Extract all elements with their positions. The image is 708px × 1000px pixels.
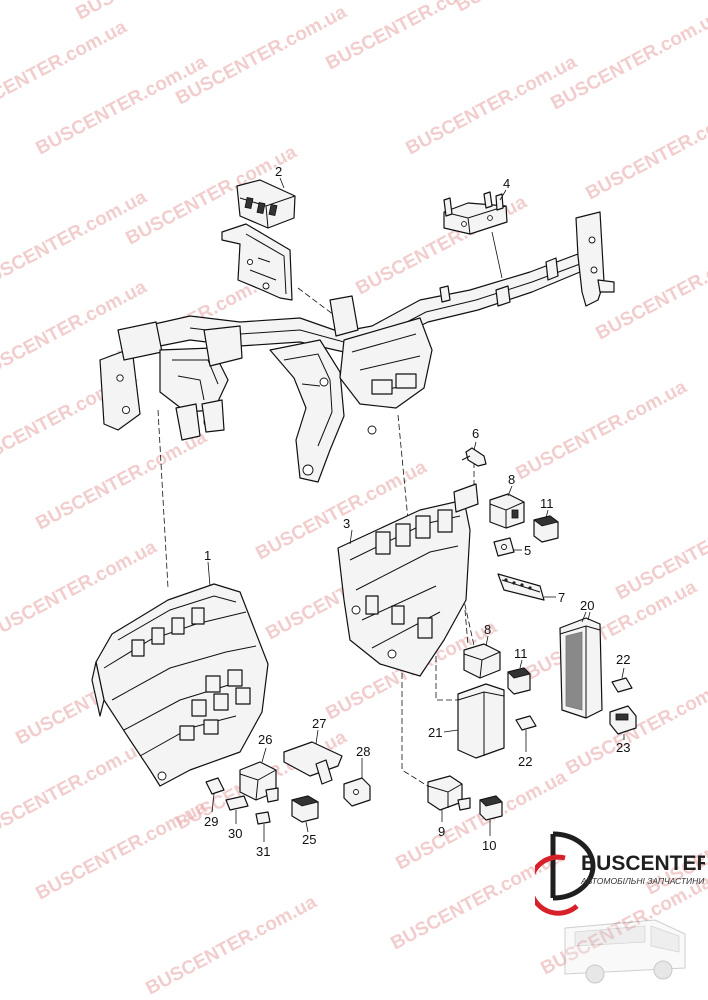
watermark: BUSCENTER.com.ua: [582, 96, 708, 204]
callout-29: 29: [204, 814, 218, 829]
watermark: BUSCENTER.com.ua: [512, 376, 690, 484]
callout-30: 30: [228, 826, 242, 841]
part-2-bracket: [221, 179, 296, 301]
callout-3: 3: [343, 516, 350, 531]
part-5-clip: [493, 537, 522, 557]
part-29-fuse: [205, 777, 225, 813]
callout-5: 5: [524, 543, 531, 558]
callout-8-upper: 8: [508, 472, 515, 487]
callout-6: 6: [472, 426, 479, 441]
part-9-relay-holder: [427, 775, 471, 822]
watermark: BUSCENTER.com.ua: [72, 0, 250, 24]
leader-lines: [207, 177, 591, 621]
part-8-relay-holder-lower: [463, 635, 501, 679]
part-7-connector-strip: [497, 573, 556, 601]
callout-23: 23: [616, 740, 630, 755]
callout-10: 10: [482, 838, 496, 853]
watermark: BUSCENTER.com.ua: [452, 0, 630, 16]
part-22-fuse-lower: [515, 715, 537, 752]
part-3-fuse-carrier: [337, 483, 479, 677]
part-8-relay-holder-upper: [489, 485, 525, 529]
logo-swoosh: [535, 854, 579, 916]
logo-bus-illustration: [564, 919, 686, 984]
part-30-fuse: [225, 795, 249, 824]
callout-26: 26: [258, 732, 272, 747]
logo-tagline: АВТОМОБІЛЬНІ ЗАПЧАСТИНИ: [580, 876, 705, 886]
watermark: BUSCENTER.com.ua: [322, 0, 500, 74]
part-11-relay-lower: [507, 659, 531, 695]
callout-4: 4: [503, 176, 510, 191]
callout-labels: 1 2 3 4 5 6 7 8 8 9 10 11 11 20 21 22 22…: [204, 164, 630, 859]
part-4-bracket: [443, 191, 508, 279]
callout-21: 21: [428, 725, 442, 740]
part-27-bracket-plate: [283, 729, 343, 785]
callout-27: 27: [312, 716, 326, 731]
callout-20: 20: [580, 598, 594, 613]
part-21-fuse-block: [443, 683, 505, 759]
callout-1: 1: [204, 548, 211, 563]
callout-2: 2: [275, 164, 282, 179]
part-1-relay-carrier: [91, 583, 269, 787]
callout-28: 28: [356, 744, 370, 759]
part-26-relay-holder: [239, 747, 279, 803]
logo-brand-text: BUSCENTER: [581, 852, 705, 875]
part-6-screw: [461, 441, 487, 467]
watermark: BUSCENTER.com.ua: [142, 891, 320, 999]
logo-mark: [535, 831, 596, 916]
watermark: BUSCENTER.com.ua: [32, 796, 210, 904]
part-11-relay-upper: [533, 509, 559, 543]
part-20-fuse-module: [559, 611, 603, 719]
watermark: BUSCENTER.com.ua: [32, 426, 210, 534]
callout-25: 25: [302, 832, 316, 847]
callout-11-upper: 11: [540, 496, 554, 511]
watermark: BUSCENTER.com.ua: [0, 736, 151, 844]
callout-11-lower: 11: [514, 646, 528, 661]
part-25-relay: [290, 795, 320, 833]
part-23-fuse-holder: [609, 705, 637, 740]
callout-8-lower: 8: [484, 622, 491, 637]
callout-22-right: 22: [616, 652, 630, 667]
callout-31: 31: [256, 844, 270, 859]
part-31-fuse: [255, 811, 271, 842]
callout-7: 7: [558, 590, 565, 605]
part-22-fuse-right: [611, 667, 633, 693]
buscenter-logo: BUSCENTER АВТОМОБІЛЬНІ ЗАПЧАСТИНИ: [535, 831, 705, 984]
watermark: BUSCENTER.com.ua: [522, 576, 700, 684]
part-10-relay: [479, 795, 503, 836]
part-28-connector: [343, 758, 371, 807]
callout-9: 9: [438, 824, 445, 839]
cross-car-beam: [99, 211, 615, 483]
callout-22-lower: 22: [518, 754, 532, 769]
